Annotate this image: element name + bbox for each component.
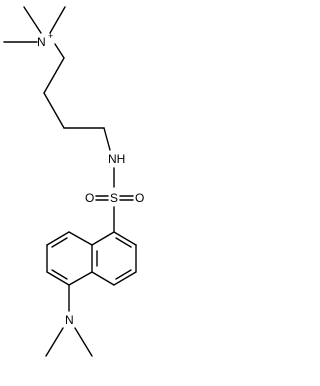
- ring-bond-r4: [91, 271, 115, 286]
- ring-bond-r6: [91, 231, 115, 246]
- naphthalene-ring-system: [46, 231, 137, 286]
- ring-double-l2: [51, 269, 68, 280]
- quaternary-nitrogen-label: N: [37, 35, 46, 49]
- bond-chain-4: [103, 127, 111, 151]
- ring-bond-r1: [113, 231, 137, 246]
- sulfur-label: S: [110, 191, 118, 205]
- bond-chain-2: [43, 92, 65, 129]
- bond-methyl-1: [23, 6, 42, 34]
- propyl-linker: NH: [43, 57, 125, 166]
- oxygen-left-label: O: [85, 191, 94, 205]
- ring-bond-l4: [46, 271, 70, 286]
- chemical-structure-diagram: N + NH S O O: [3, 6, 144, 357]
- ring-double-r2: [115, 269, 132, 280]
- ring-double-l1: [51, 237, 68, 248]
- dimethylamino-nitrogen-label: N: [65, 313, 74, 327]
- bond-chain-1: [43, 57, 65, 94]
- sulfonyl-group: S O O: [85, 167, 144, 233]
- bond-n-methyl-left: [45, 327, 64, 357]
- oxygen-right-label: O: [135, 191, 144, 205]
- bond-methyl-4: [54, 43, 65, 59]
- trimethylammonium-group: N +: [3, 6, 66, 59]
- ring-bond-l2: [46, 231, 70, 246]
- ring-bond-l1: [68, 231, 93, 246]
- amide-nitrogen-label: NH: [108, 152, 125, 166]
- ring-double-r1: [115, 237, 132, 248]
- nitrogen-charge-label: +: [48, 31, 53, 41]
- bond-methyl-2: [49, 6, 66, 34]
- bond-n-methyl-right: [74, 327, 93, 357]
- ring-bond-r3: [113, 271, 137, 286]
- dimethylamino-group: N: [45, 284, 93, 357]
- ring-bond-l5: [68, 271, 93, 286]
